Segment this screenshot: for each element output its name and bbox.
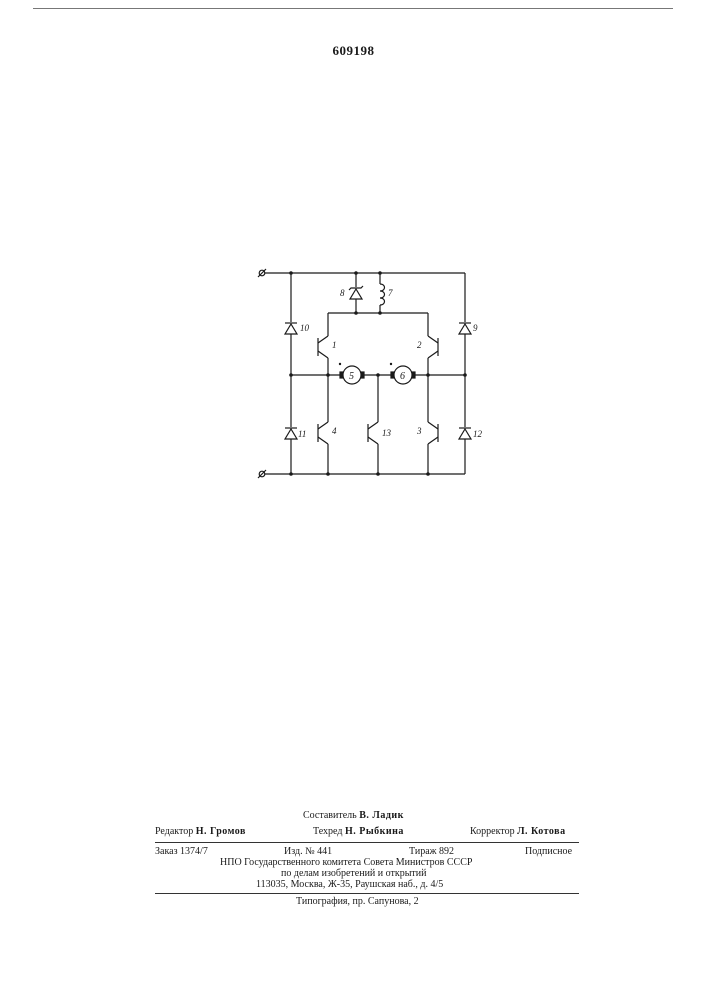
corrector-line: Корректор Л. Котова (470, 826, 566, 837)
tech-line: Техред Н. Рыбкина (313, 826, 404, 837)
editor-label: Редактор (155, 826, 193, 837)
corrector-label: Корректор (470, 826, 515, 837)
circulation: Тираж 892 (409, 846, 454, 857)
editor-name: Н. Громов (196, 826, 246, 837)
edition-number: Изд. № 441 (284, 846, 332, 857)
subscription: Подписное (525, 846, 572, 857)
printer-line: Типография, пр. Сапунова, 2 (296, 896, 419, 907)
corrector-name: Л. Котова (517, 826, 566, 837)
organization-line-1: НПО Государственного комитета Совета Мин… (220, 857, 472, 868)
colophon-rule-bottom (155, 893, 579, 894)
tech-name: Н. Рыбкина (345, 826, 404, 837)
compiler-line: Составитель В. Ладик (303, 810, 404, 821)
compiler-name: В. Ладик (359, 810, 404, 821)
colophon-rule-top (155, 842, 579, 843)
organization-line-2: по делам изобретений и открытий (281, 868, 427, 879)
editor-line: Редактор Н. Громов (155, 826, 246, 837)
compiler-label: Составитель (303, 810, 357, 821)
order-number: Заказ 1374/7 (155, 846, 208, 857)
tech-label: Техред (313, 826, 342, 837)
organization-address: 113035, Москва, Ж-35, Раушская наб., д. … (256, 879, 443, 890)
